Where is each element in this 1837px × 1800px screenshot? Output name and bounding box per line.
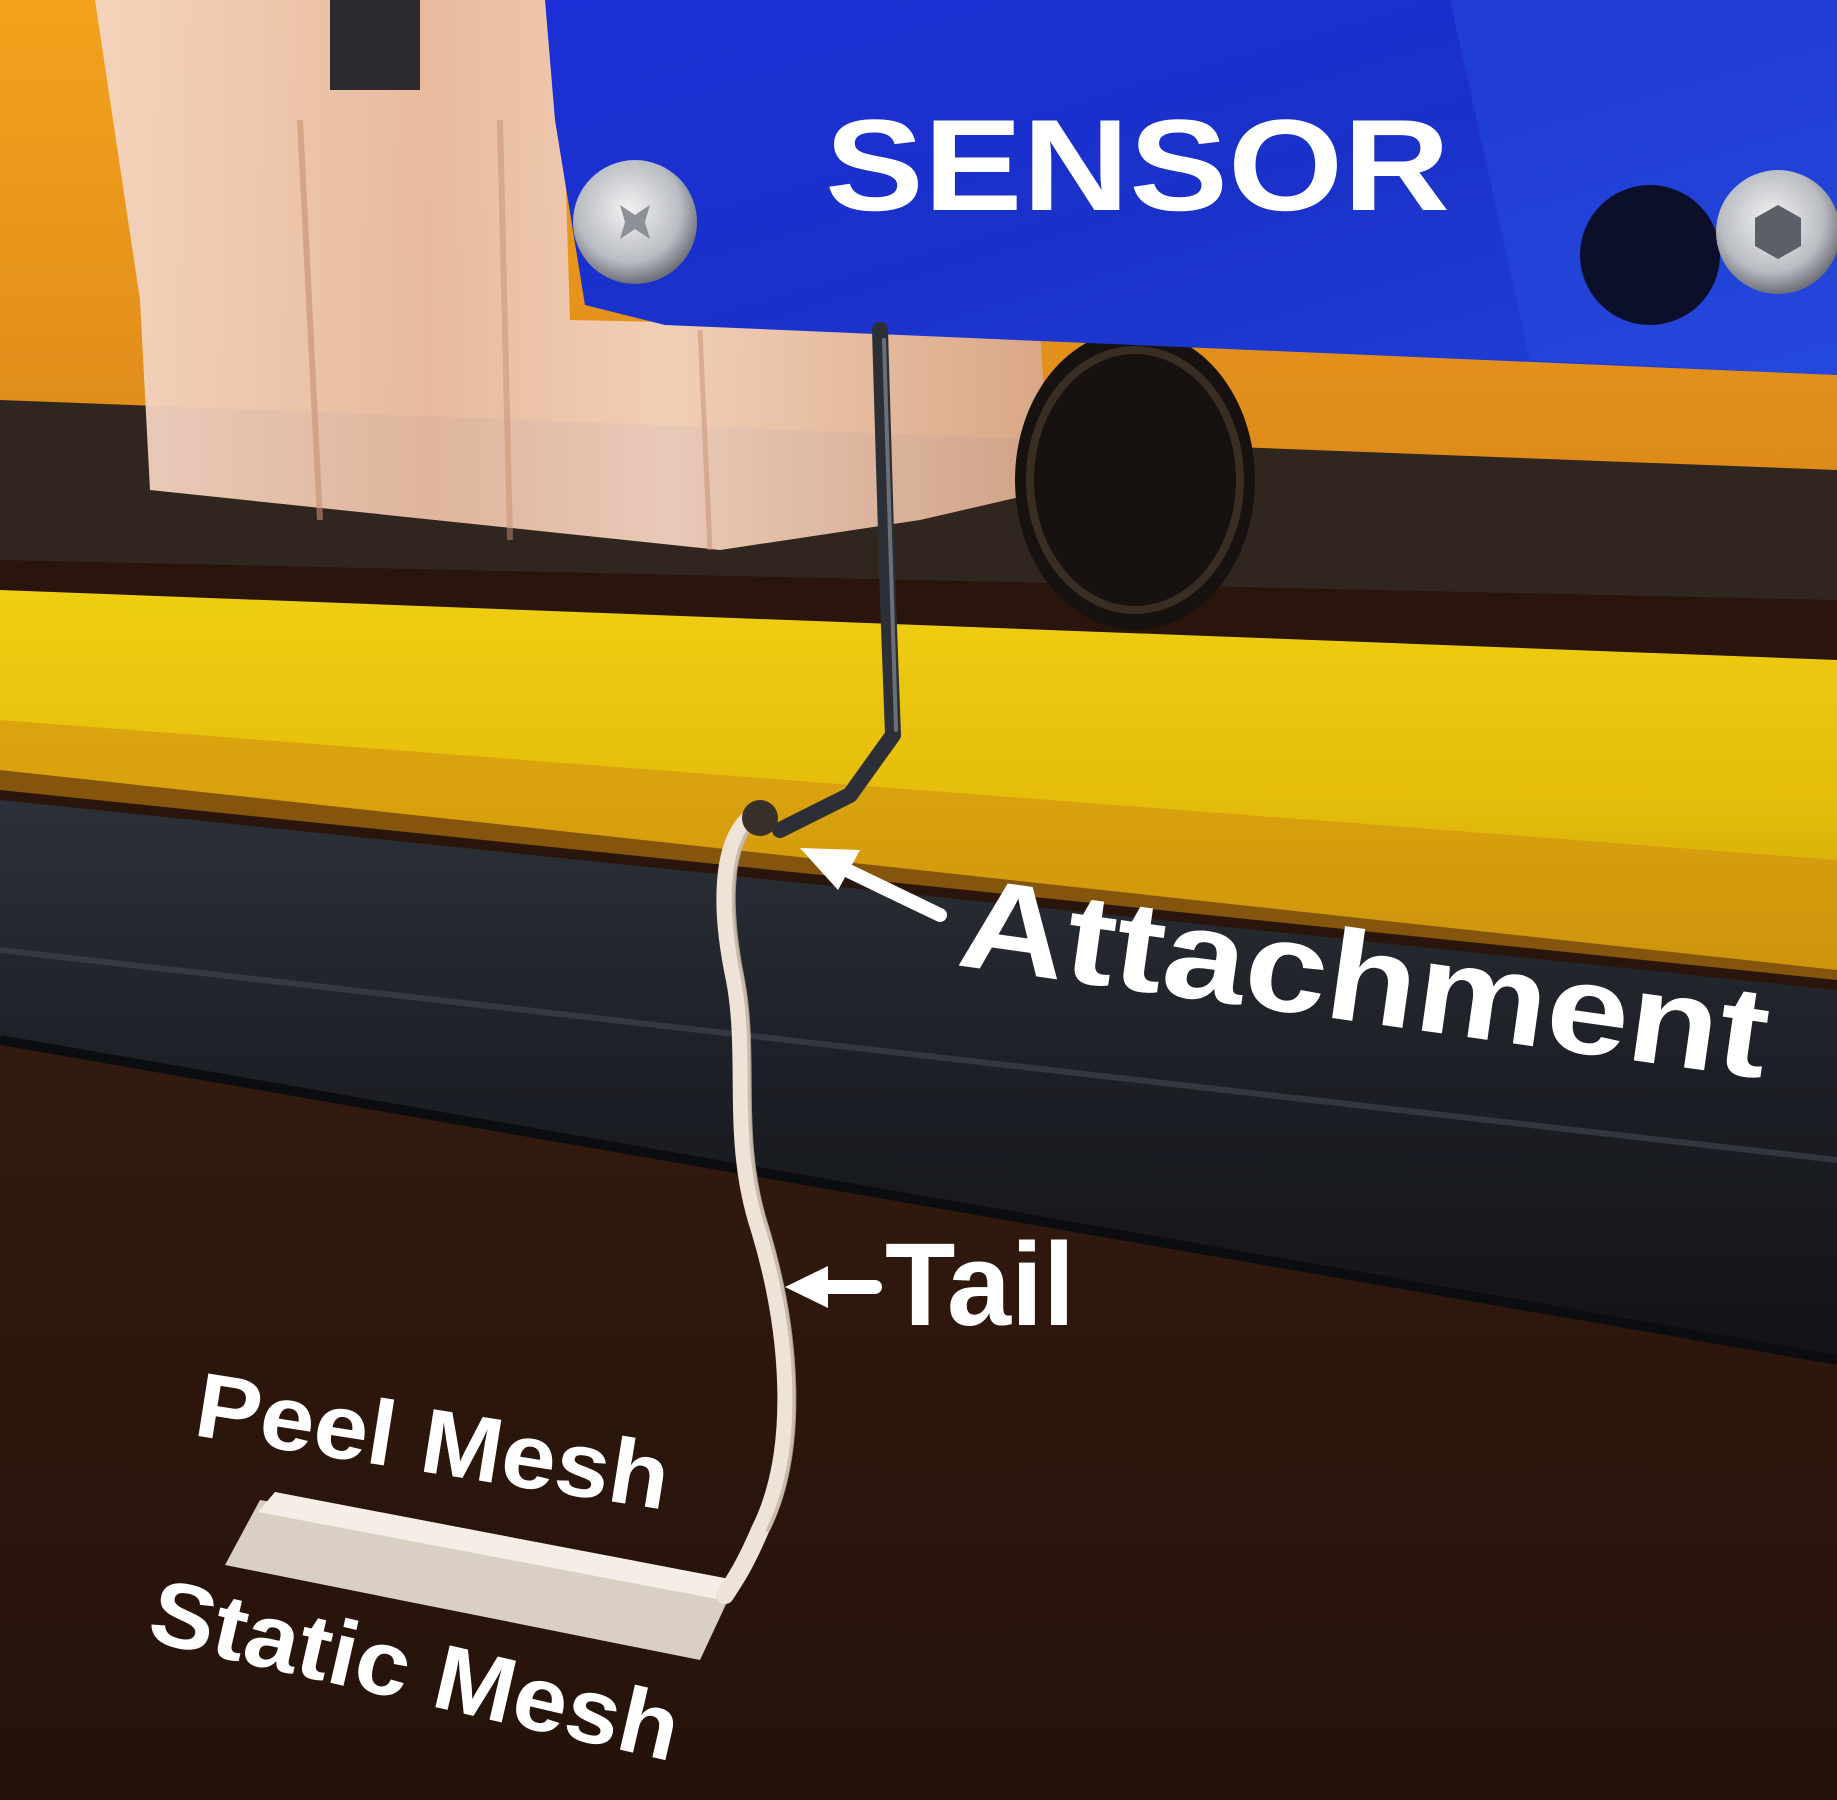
metal-hook: [772, 322, 901, 838]
mesh-tail-shade: [731, 813, 797, 1532]
belt-edge: [0, 1035, 1837, 1365]
metal-hook-highlight: [882, 338, 898, 732]
dark-wheel-rim: [1026, 346, 1244, 614]
acrylic-edge: [497, 119, 513, 541]
sensor-label: SENSOR: [825, 92, 1450, 238]
tail-label: Tail: [885, 1219, 1075, 1351]
belt-highlight: [0, 947, 1837, 1163]
attachment-knot: [742, 800, 778, 836]
acrylic-edge: [697, 329, 713, 551]
acrylic-edge: [297, 119, 323, 521]
acrylic-clamp: [95, 0, 1050, 550]
tail-arrow-icon: [785, 1266, 882, 1308]
hex-socket: [1755, 205, 1801, 259]
static-mesh-strip: [225, 1500, 735, 1660]
dark-belt: [0, 800, 1837, 1360]
torx-slot: [620, 205, 650, 239]
screw-icon: [1580, 185, 1720, 325]
dark-wheel: [1015, 330, 1255, 630]
peel-mesh-strip: [258, 1492, 735, 1600]
attachment-arrow-icon: [800, 848, 947, 922]
yellow-rail-shadow: [0, 720, 1837, 980]
sensor-panel: [545, 0, 1837, 375]
acrylic-slot: [330, 0, 420, 90]
mesh-tail: [716, 803, 796, 1604]
